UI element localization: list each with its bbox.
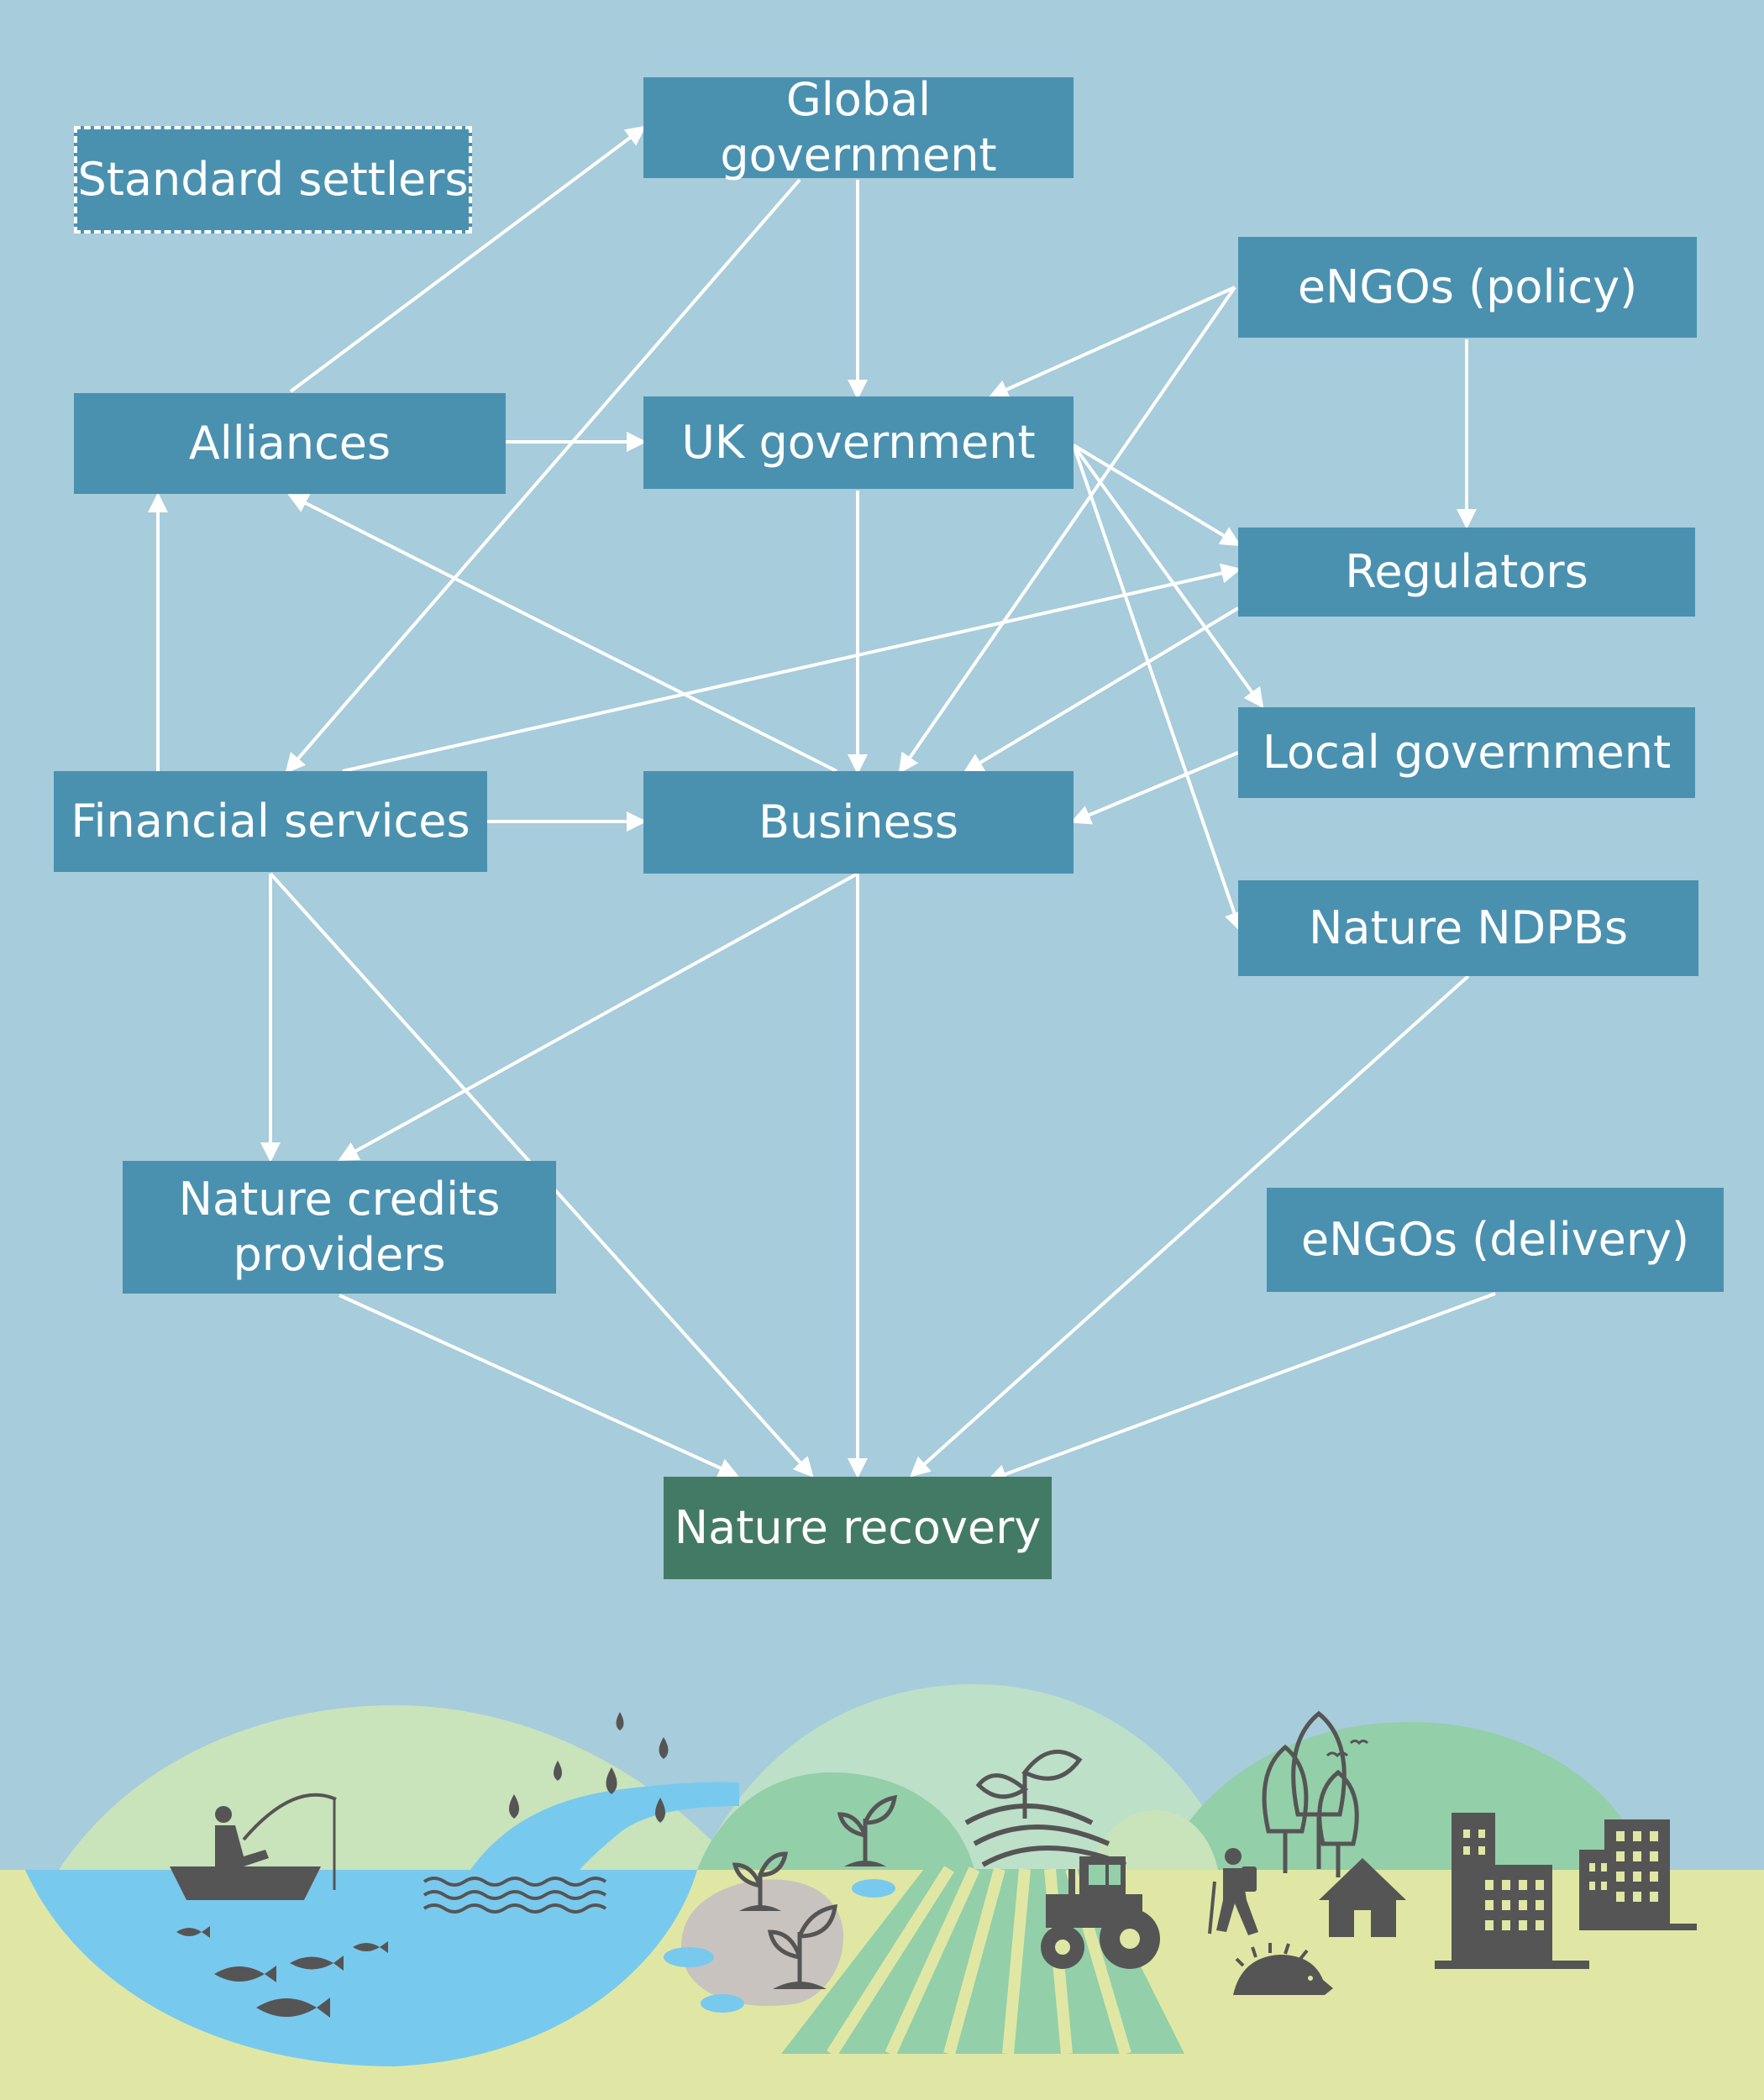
node-alliances: Alliances [74, 393, 506, 494]
puddle [852, 1879, 895, 1898]
water-waves [423, 1877, 607, 1914]
node-nature-recovery: Nature recovery [664, 1477, 1052, 1579]
rain-drops-icon [509, 1712, 669, 1823]
edge-regulators-to-business [963, 606, 1240, 774]
node-label: Standard settlers [77, 153, 469, 206]
tractor-icon [1041, 1856, 1160, 1969]
landscape-illustration [0, 1684, 1764, 2100]
edge-alliances-to-global-government [289, 125, 647, 393]
seedling-icon [975, 1749, 1083, 1819]
mud-patch [680, 1879, 844, 2006]
node-label: Financial services [71, 795, 470, 848]
node-nature-ndpbs: Nature NDPBs [1238, 880, 1698, 976]
soil-mounds [739, 1861, 886, 1989]
edge-business-to-alliances [287, 494, 837, 773]
node-label: Local government [1262, 726, 1672, 779]
edge-nature-ndpbs-to-nature-recovery [910, 974, 1470, 1478]
node-local-government: Local government [1238, 707, 1695, 798]
node-label: Business [758, 795, 959, 848]
node-label-line-1: Nature credits [178, 1173, 501, 1226]
node-label: Global government [720, 73, 997, 181]
birds-icon [1326, 1740, 1369, 1758]
fisher-in-boat-icon [170, 1793, 337, 1900]
edge-engos-delivery-to-nature-recovery [986, 1292, 1496, 1484]
node-engos-policy: eNGOs (policy) [1238, 237, 1697, 338]
hill-right [1159, 1722, 1646, 1870]
hill-small [697, 1772, 974, 1870]
diagram-edges [148, 125, 1496, 1484]
node-label: Alliances [188, 417, 391, 470]
fish-icon [176, 1926, 388, 2018]
node-financial-services: Financial services [54, 771, 487, 872]
puddle [701, 1994, 744, 2013]
edge-local-government-to-business [1070, 751, 1239, 825]
edge-engos-policy-to-uk-government [988, 286, 1236, 399]
node-uk-government: UK government [643, 396, 1074, 489]
edge-uk-government-to-nature-ndpbs [1072, 444, 1244, 932]
node-label: Nature recovery [674, 1501, 1042, 1554]
edge-engos-policy-to-business [898, 286, 1236, 774]
node-nature-credits-providers: Nature credits providers [123, 1161, 556, 1294]
node-global-government: Global government [643, 73, 1074, 181]
puddle [664, 1947, 714, 1967]
node-regulators: Regulators [1238, 528, 1695, 617]
node-standard-settlers: Standard settlers [74, 126, 472, 234]
node-business: Business [643, 771, 1074, 874]
node-label: UK government [681, 416, 1036, 469]
edge-uk-government-to-regulators [1072, 444, 1242, 547]
hiker-icon [1208, 1848, 1258, 1935]
edge-global-government-to-financial-services [285, 178, 801, 774]
node-label: Nature NDPBs [1308, 901, 1628, 954]
house-icon [1319, 1858, 1406, 1937]
node-label: Regulators [1345, 545, 1588, 598]
edge-business-to-nature-credits-providers [338, 872, 858, 1161]
trees-icon [1262, 1710, 1359, 1877]
hedgehog-icon [1233, 1943, 1333, 1995]
node-engos-delivery: eNGOs (delivery) [1267, 1188, 1724, 1292]
node-label: eNGOs (policy) [1297, 260, 1638, 313]
node-label: eNGOs (delivery) [1300, 1213, 1690, 1266]
edge-nature-credits-providers-to-nature-recovery [339, 1294, 739, 1478]
lake [25, 1870, 697, 2066]
edge-uk-government-to-local-government [1072, 444, 1264, 709]
edge-financial-services-to-regulators [342, 563, 1242, 773]
node-label-line-2: providers [233, 1228, 446, 1281]
river [470, 1782, 739, 1870]
seedling-icon [732, 1794, 898, 1982]
hill-bump [1092, 1810, 1218, 1870]
city-buildings-icon [1435, 1813, 1697, 1969]
